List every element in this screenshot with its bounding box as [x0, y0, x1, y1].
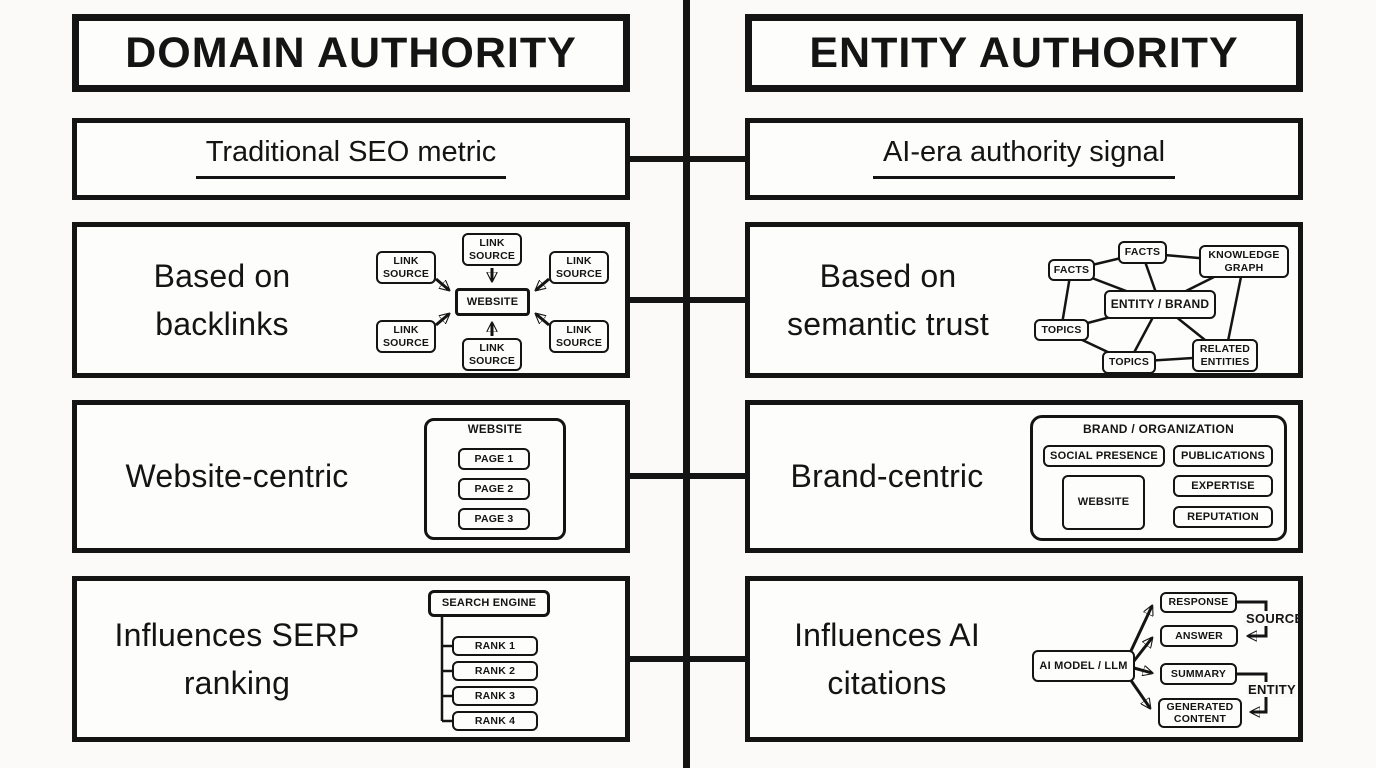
right-basis-label: Based on semantic trust	[787, 258, 989, 342]
backlink-arrows	[435, 268, 550, 336]
generated-content-node: GENERATED CONTENT	[1158, 698, 1242, 728]
social-presence-node: SOCIAL PRESENCE	[1043, 445, 1165, 467]
topics-node: TOPICS	[1102, 351, 1156, 374]
rank-node: RANK 3	[452, 686, 538, 706]
link-source-node: LINK SOURCE	[549, 251, 609, 284]
knowledge-graph-node: KNOWLEDGE GRAPH	[1199, 245, 1289, 278]
right-metric-label: AI-era authority signal	[745, 136, 1303, 179]
rank-node: RANK 2	[452, 661, 538, 681]
search-engine-node: SEARCH ENGINE	[428, 590, 550, 617]
topics-node: TOPICS	[1034, 319, 1089, 341]
brand-organization-title: BRAND / ORGANIZATION	[1082, 422, 1235, 436]
link-source-node: LINK SOURCE	[462, 338, 522, 371]
page-node: PAGE 2	[458, 478, 530, 500]
link-source-node: LINK SOURCE	[462, 233, 522, 266]
entity-annotation: ENTITY	[1246, 682, 1297, 697]
left-metric-label: Traditional SEO metric	[72, 136, 630, 179]
link-source-node: LINK SOURCE	[549, 320, 609, 353]
website-container-title: WEBSITE	[467, 424, 523, 436]
domain-authority-title: DOMAIN AUTHORITY	[125, 28, 577, 77]
answer-node: ANSWER	[1160, 625, 1238, 647]
domain-authority-header-box: DOMAIN AUTHORITY	[72, 14, 630, 92]
row-connector-influence	[626, 656, 750, 662]
reputation-node: REPUTATION	[1173, 506, 1273, 528]
right-centric-label: Brand-centric	[790, 458, 984, 494]
rank-node: RANK 4	[452, 711, 538, 731]
entity-authority-header-box: ENTITY AUTHORITY	[745, 14, 1303, 92]
row-connector-centric	[626, 473, 750, 479]
website-node: WEBSITE	[1062, 475, 1145, 530]
facts-node: FACTS	[1048, 259, 1095, 281]
related-entities-node: RELATED ENTITIES	[1192, 339, 1258, 372]
left-influence-label: Influences SERP ranking	[114, 617, 360, 701]
expertise-node: EXPERTISE	[1173, 475, 1273, 497]
website-hub-node: WEBSITE	[455, 288, 530, 316]
serp-tree-lines	[440, 617, 452, 723]
right-metric-box	[745, 118, 1303, 200]
entity-authority-title: ENTITY AUTHORITY	[809, 28, 1239, 77]
ai-model-llm-node: AI MODEL / LLM	[1032, 650, 1135, 682]
right-influence-label: Influences AI citations	[794, 617, 980, 701]
left-centric-label: Website-centric	[125, 458, 349, 494]
entity-brand-node: ENTITY / BRAND	[1104, 290, 1216, 319]
link-source-node: LINK SOURCE	[376, 251, 436, 284]
ai-output-arrows	[1128, 606, 1152, 708]
link-source-node: LINK SOURCE	[376, 320, 436, 353]
facts-node: FACTS	[1118, 241, 1167, 264]
response-node: RESPONSE	[1160, 592, 1237, 613]
page-node: PAGE 1	[458, 448, 530, 470]
left-metric-box	[72, 118, 630, 200]
left-basis-box	[72, 222, 630, 378]
page-node: PAGE 3	[458, 508, 530, 530]
row-connector-metric	[626, 156, 750, 162]
publications-node: PUBLICATIONS	[1173, 445, 1273, 467]
row-connector-basis	[626, 297, 750, 303]
center-divider-line	[683, 0, 690, 768]
rank-node: RANK 1	[452, 636, 538, 656]
summary-node: SUMMARY	[1160, 663, 1237, 685]
source-annotation: SOURCE	[1244, 611, 1304, 626]
left-basis-label: Based on backlinks	[153, 258, 291, 342]
